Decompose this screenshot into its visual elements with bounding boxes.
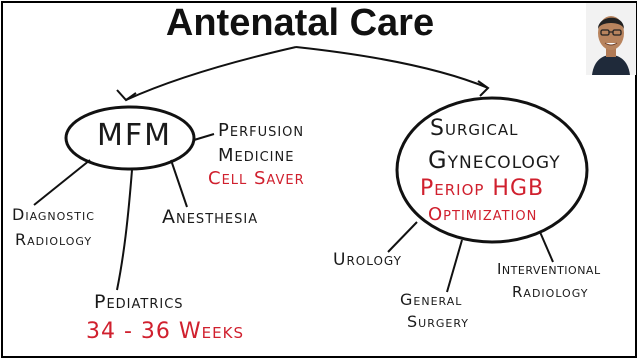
general-surgery-label-line2: Surgery: [407, 314, 469, 331]
surgical-to-interventional: [540, 232, 553, 262]
surgical-label-line1: Surgical: [430, 117, 519, 140]
arrowhead-left: [117, 90, 136, 100]
mfm-to-anesthesia: [171, 160, 187, 207]
mfm-to-diagnostic: [34, 160, 90, 205]
interventional-label-line1: Interventional: [497, 262, 601, 278]
title-branch-left: [126, 47, 296, 100]
urology-label: Urology: [333, 252, 402, 270]
mfm-label: MFM: [97, 120, 172, 152]
pediatrics-weeks-label: 34 - 36 Weeks: [86, 320, 244, 343]
general-surgery-label-line1: General: [400, 292, 462, 309]
surgical-to-general: [447, 240, 462, 292]
title-branch-right: [296, 47, 488, 88]
periop-hgb-label: Periop HGB: [420, 177, 544, 200]
surgical-to-urology: [388, 222, 417, 252]
cell-saver-label: Cell Saver: [208, 170, 305, 189]
interventional-label-line2: Radiology: [512, 285, 588, 301]
surgical-label-line2: Gynecology: [428, 148, 561, 173]
mfm-to-pediatrics: [117, 170, 132, 290]
arrowhead-right: [478, 81, 488, 96]
anesthesia-label: Anesthesia: [162, 208, 258, 228]
mfm-to-perfusion: [194, 134, 214, 140]
perfusion-label-line1: Perfusion: [218, 122, 304, 141]
pediatrics-label: Pediatrics: [94, 293, 184, 313]
optimization-label: Optimization: [428, 206, 537, 225]
diagram-title: Antenatal Care: [0, 2, 600, 45]
perfusion-label-line2: Medicine: [218, 147, 294, 166]
presenter-avatar: [586, 3, 636, 75]
diagnostic-label-line1: Diagnostic: [12, 207, 95, 224]
diagnostic-label-line2: Radiology: [15, 232, 92, 249]
